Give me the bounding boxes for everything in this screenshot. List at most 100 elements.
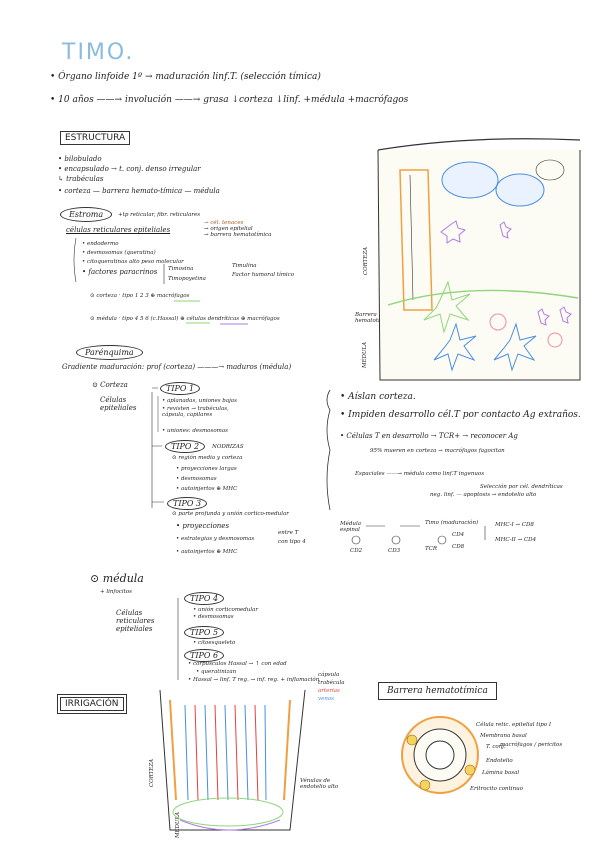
note-espaciales: Espaciales ——→ médula como linf.T ingenu… <box>355 471 485 477</box>
green-epithelial-cell <box>423 280 471 334</box>
estructura-label: ESTRUCTURA <box>60 131 131 145</box>
tipo3-label: TIPO 3 <box>167 497 208 510</box>
estructura-item-1: • bilobulado <box>58 155 102 163</box>
tipo2-item-4: • autoinjertos ⊕ MHC <box>176 486 238 492</box>
irr-red-vessels <box>194 704 259 801</box>
tipo2-label: TIPO 2 <box>165 440 206 453</box>
medula-celulas: Células reticulares epiteliales <box>116 609 155 633</box>
celulas-epiteliales-label: Células epiteliales <box>100 396 137 412</box>
estroma-celulas: células reticulares epiteliales <box>66 226 171 234</box>
barrier-cell-2 <box>464 764 476 776</box>
estroma-desc: +tp reticular, fibr. reticulares <box>118 212 201 218</box>
irr-green-loop <box>172 797 284 827</box>
tipo3-item-2: • proyecciones <box>176 522 230 530</box>
medula-label: ⊙ médula <box>90 572 144 585</box>
gradiente: Gradiente maduración: prof (corteza) ———… <box>62 363 292 371</box>
tipo1-item-1: • aplanadas, uniones bajas <box>162 398 237 404</box>
estroma-label: Estroma <box>60 207 113 222</box>
tipo5-label: TIPO 5 <box>184 626 225 639</box>
barrera-label: Barrera hematotímica <box>378 682 497 700</box>
estructura-item-4: • corteza — barrera hemato-tímica — médu… <box>58 187 220 195</box>
medula-tipo: ⊙ médula · tipo 4 5 6 (c.Hassal) ⊕ célul… <box>90 316 280 322</box>
tipo3-item-3: • estrategias y desmosomas <box>176 536 255 542</box>
bracket-estroma <box>73 237 77 283</box>
capsule-top <box>377 138 581 151</box>
tipo6-label: TIPO 6 <box>184 649 225 662</box>
irrigacion-trabecula-label: trabécula <box>318 680 345 686</box>
estroma-list-3: • citoqueratinas alto peso molecular <box>82 259 184 265</box>
irr-orange-left <box>169 699 177 801</box>
estructura-item-3: ↳ trabéculas <box>58 175 104 183</box>
pink-cell-2 <box>547 332 563 348</box>
cell-cd3 <box>391 535 401 545</box>
parenquima-label: Parénquima <box>76 345 143 360</box>
timo-maduracion: Timo (maduración) <box>425 520 479 526</box>
irrigacion-capsula-label: cápsula <box>318 672 340 678</box>
tipo1-item-2: • revisten → trabéculas, cápsula, capila… <box>162 406 229 418</box>
factor-right-2: Factor humoral tímico <box>232 272 295 278</box>
estroma-list-1: • endodermo <box>82 241 119 247</box>
barrera-label-6: Lámina basal <box>482 770 520 776</box>
corteza-label: ⊙ Corteza <box>92 381 128 389</box>
trabecula-orange <box>399 169 433 311</box>
note-sub: 95% mueren en corteza → macrófagos fagoc… <box>370 448 505 454</box>
purple-macrophage-4 <box>559 306 572 324</box>
flow-cd4: CD4 <box>452 532 465 538</box>
tipo4-item-2: • desmosomas <box>193 614 234 620</box>
purple-macrophage-1 <box>440 220 467 244</box>
tipo6-item-1: • corpúsculos Hassal → ↑ con edad <box>188 661 287 667</box>
tipo6-item-2: • queratinizan <box>196 669 237 675</box>
diagram-barrera-label: Barrera hematotímica <box>355 312 394 324</box>
trabecula-inner <box>409 174 414 301</box>
brace-right <box>326 389 331 511</box>
blue-star-2 <box>493 322 537 372</box>
corteza-tipo: ⊙ corteza · tipo 1 2 3 ⊕ macrófagos <box>90 293 190 299</box>
irrigacion-arterias-label: arterias <box>318 688 340 694</box>
barrier-cell-3 <box>419 779 431 791</box>
tipo6-item-3: • Hassal → linf. T reg. → inf. reg. + in… <box>188 677 320 683</box>
mhc2: MHC-II → CD4 <box>495 537 537 543</box>
estroma-list-4: • factores paracrinos <box>82 268 158 276</box>
flow-cd3: CD3 <box>388 548 401 554</box>
blue-star-1 <box>433 322 477 372</box>
header-line-1: • Órgano linfoide 1º → maduración linf.T… <box>50 72 321 82</box>
page-title: TIMO. <box>62 40 135 65</box>
estroma-note-2: → origen epitelial <box>204 226 253 232</box>
barrier-lumen <box>425 740 455 770</box>
tree-branches <box>152 387 164 503</box>
tipo2-item-2: • proyecciones largas <box>176 466 237 472</box>
estroma-note-3: → barrera hematotímica <box>204 232 272 238</box>
mhc1: MHC-I → CD8 <box>495 522 534 528</box>
tipo4-label: TIPO 4 <box>184 592 225 605</box>
factor-right-1: Timulina <box>232 263 257 269</box>
barrera-label-3: T. conj. <box>486 744 506 750</box>
purple-macrophage-2 <box>499 221 512 239</box>
tipo3-item-4: • autoinjertos ⊕ MHC <box>176 549 238 555</box>
note-neg: neg. linf. — apoptosis → endotelio alto <box>430 492 537 498</box>
pink-cell-1 <box>489 313 507 331</box>
tipo5-item-1: • citoesqueleto <box>193 640 236 646</box>
barrera-label-1: Célula retic. epitelial tipo I <box>476 722 552 728</box>
tipo2-item-3: • desmosomas <box>176 476 217 482</box>
irr-purple-loop <box>179 819 281 831</box>
barrera-label-4: macrófagos / pericitos <box>500 742 563 748</box>
irrigacion-venas-label: venas <box>318 696 335 702</box>
cell-grey <box>535 159 565 181</box>
flow-cd8: CD8 <box>452 544 465 550</box>
tipo3-side-2: con tipo 4 <box>278 539 306 545</box>
tipo1-item-3: • uniones: desmosomas <box>162 428 228 434</box>
purple-macrophage-3 <box>537 308 550 326</box>
medula-espinal: Médula espinal <box>340 521 361 533</box>
estroma-note-1: → cél. tenaces <box>204 220 244 226</box>
estructura-item-2: • encapsulado → t. conj. denso irregular <box>58 165 201 173</box>
note-sel: Selección por cél. dendríticas <box>480 484 563 490</box>
cell-blue-2 <box>495 173 545 207</box>
irr-blue-vessels <box>184 704 267 801</box>
barrier-diagram <box>401 716 479 794</box>
cell-timo <box>437 535 447 545</box>
tipo2-extra: NODRIZAS <box>212 444 244 450</box>
tipo4-item-1: • unión corticomedular <box>193 607 259 613</box>
factor-2: Timopoyetina <box>168 276 206 282</box>
barrier-green-line <box>387 289 579 306</box>
